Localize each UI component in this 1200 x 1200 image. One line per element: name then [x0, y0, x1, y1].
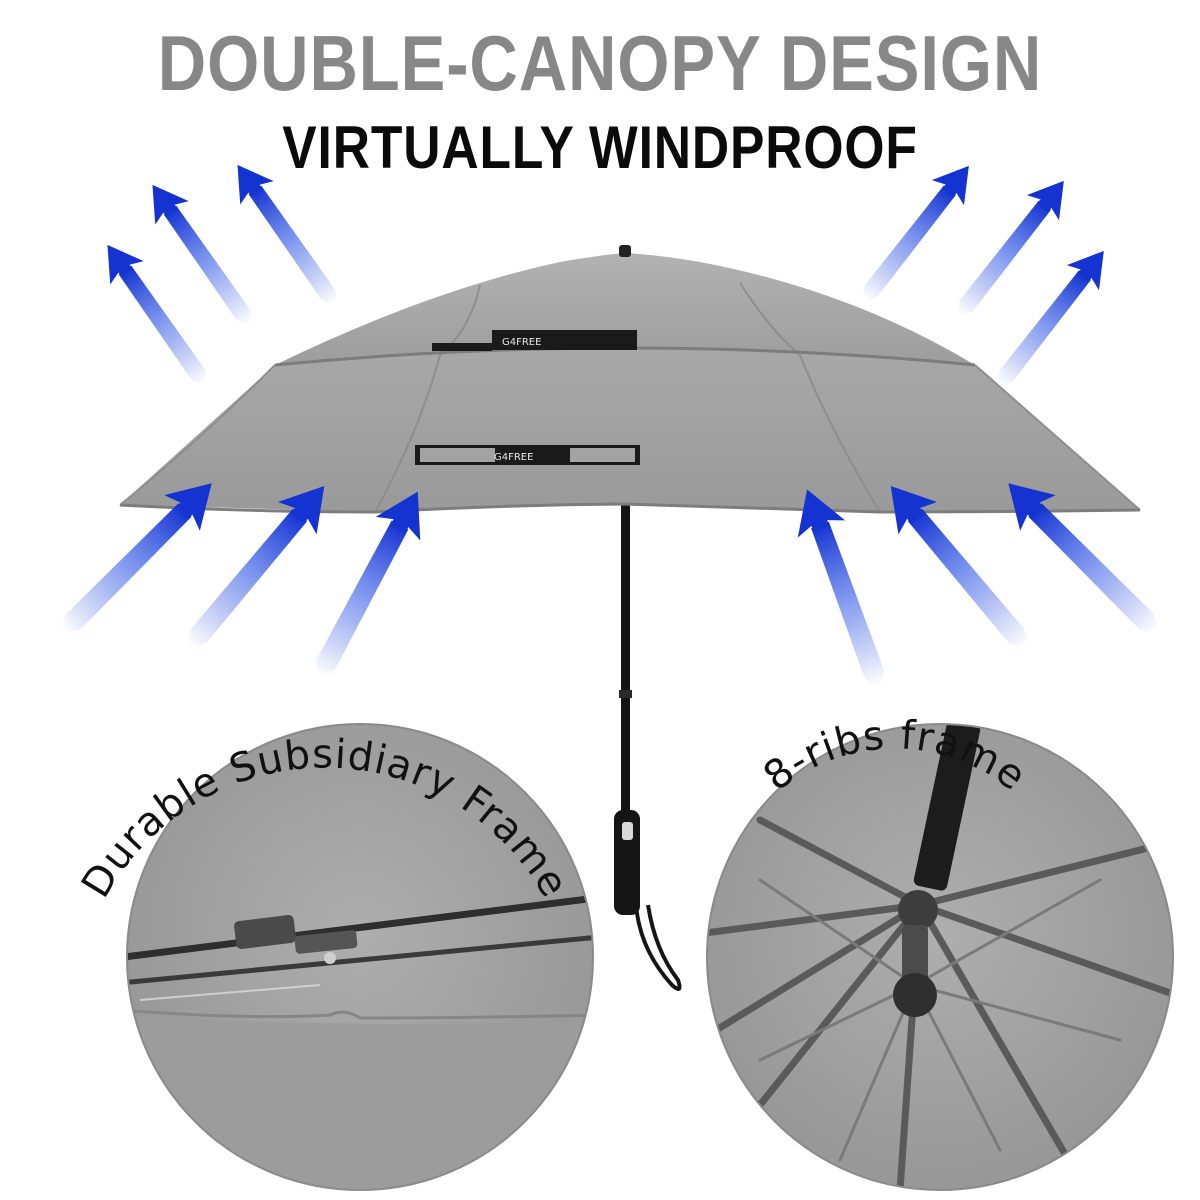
canopy-strap: G4FREE — [432, 330, 637, 351]
svg-text:G4FREE: G4FREE — [502, 337, 541, 348]
wind-arrow-icon — [220, 153, 351, 315]
umbrella: G4FREE G4FREE — [119, 245, 1141, 991]
umbrella-handle — [614, 810, 640, 915]
wind-arrow-icon — [848, 153, 985, 312]
canopy-strap: G4FREE — [415, 445, 640, 465]
detail-subsidiary-frame: Durable Subsidiary Frame — [73, 723, 594, 1191]
lower-canopy — [120, 345, 1140, 512]
upper-canopy — [275, 253, 975, 365]
umbrella-shaft — [621, 505, 630, 815]
headline: DOUBLE-CANOPY DESIGN — [157, 19, 1043, 107]
svg-text:G4FREE: G4FREE — [494, 452, 533, 463]
detail-8-ribs-frame: 8-ribs frame — [706, 712, 1174, 1191]
subheadline: VIRTUALLY WINDPROOF — [282, 114, 918, 181]
